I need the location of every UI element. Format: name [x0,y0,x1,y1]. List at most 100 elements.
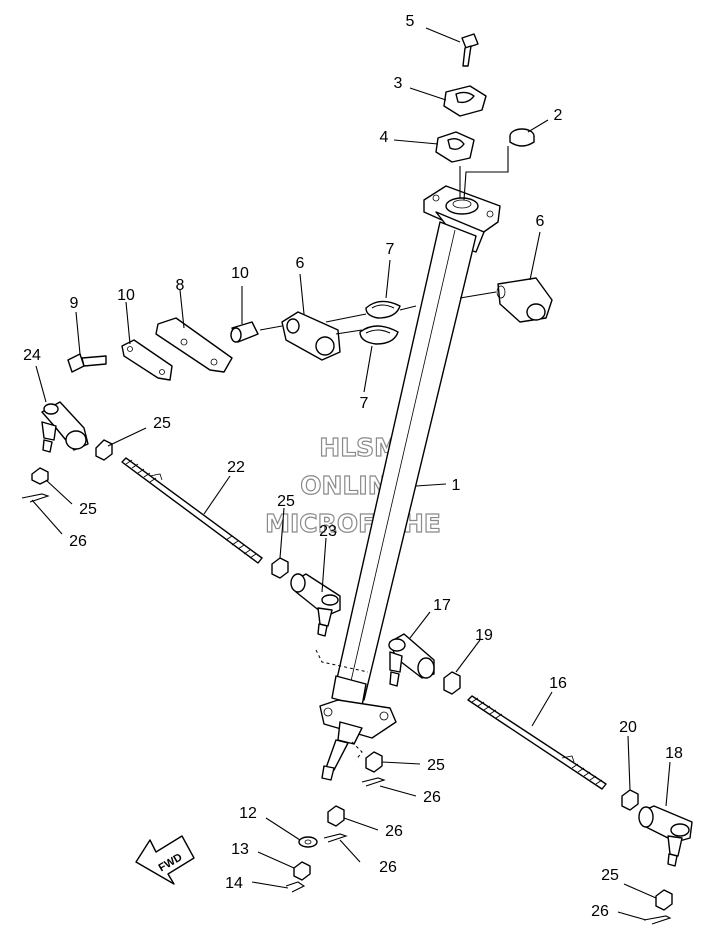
bolt-5-head [461,33,479,49]
washer-12-inner [304,839,312,845]
callout-12: 12 [239,805,257,822]
callout-26-pitman-b: 26 [379,859,397,876]
pitman-arm [319,699,397,739]
leader-cap-to-column [463,146,509,201]
holder-6r-eye [526,303,546,321]
tie-rod-end-17-socket [670,823,690,837]
part-20-tie-rod [121,457,263,564]
leader-lines [31,27,671,921]
leader-13 [257,851,295,869]
leader-holder-right [459,291,497,299]
leader-7-bottom [363,345,373,393]
bolt-9-head [67,353,85,373]
tie-rod-end-16-eye [417,657,435,679]
part-8-plate [155,317,233,373]
plate-8-hole-a [180,338,188,346]
leader-23 [279,507,285,559]
leader-17 [665,761,671,807]
clamp-3-saddle [455,91,475,104]
lock-washer-10-body [121,339,173,381]
leader-14 [251,881,289,889]
lock-washer-10-hole-b [159,369,165,375]
column-spindle [325,739,349,771]
leader-22 [35,365,47,403]
part-14-cotter-pin [285,881,306,893]
tie-rod-end-17-eye [638,806,654,828]
plate-8-body [155,317,233,373]
part-26-cotter-pin-right [643,915,672,925]
pitman-hole-right [379,711,389,721]
column-spindle-thread [321,765,335,781]
callout-20: 22 [227,459,245,476]
callout-25-pitman-a: 25 [427,757,445,774]
callout-11: 10 [231,265,249,282]
leader-25-right [623,883,657,899]
callout-6-right: 6 [536,213,545,230]
callout-labels: 5 3 4 2 6 6 7 7 10 8 10 9 24 25 25 26 22… [23,13,683,920]
callout-24: 25 [153,415,171,432]
tie-rod-end-22-thread [42,439,53,453]
part-26-cotter-pin-left [21,493,50,503]
leader-26-pitman-a [379,785,417,797]
tie-rod-end-16-thread [389,671,400,687]
forward-direction-arrow: FWD [135,835,195,885]
callout-18: 19 [475,627,493,644]
steering-column [315,185,501,781]
part-6-holder-right [496,277,553,323]
part-25-nut-pitman-b [327,805,345,827]
part-25-nut-right [655,889,673,911]
tie-rod-end-22-stud [41,421,57,441]
part-23-nut [271,557,289,579]
circlip-lower [359,325,399,345]
leader-18 [455,639,481,673]
leader-holder-left-a [325,313,367,323]
part-25-nut-pitman-a [365,751,383,773]
callout-16: 17 [433,597,451,614]
leader-24 [107,427,147,447]
leader-25-left [45,479,73,505]
hidden-line-tie-rod-21 [315,649,369,673]
collar-11-end [230,327,242,343]
callout-17: 18 [665,745,683,762]
part-25-nut-left [31,467,49,485]
part-12-washer [298,836,318,848]
column-shaft-highlight [347,229,456,695]
tie-rod-15-thread-a [471,697,503,719]
part-26-cotter-pin-pitman-b [323,833,348,843]
callout-8: 8 [176,277,185,294]
part-18-nut [443,671,461,695]
callout-22: 24 [23,347,41,364]
leader-6-right [529,231,541,281]
leader-6-left [299,273,305,315]
part-22-tie-rod-end [41,401,89,453]
callout-4: 4 [380,129,389,146]
leader-26-right [617,911,647,921]
callout-25-right: 25 [601,867,619,884]
callout-26-pitman-a: 26 [423,789,441,806]
part-2-cap [509,128,535,147]
leader-5 [425,27,461,43]
tie-rod-15-thread-b [571,763,603,785]
part-11-collar [230,321,259,343]
clamp-4-saddle [447,137,465,151]
callout-21: 23 [319,523,337,540]
part-15-tie-rod [467,695,607,790]
callout-6-left: 6 [296,255,305,272]
cap-2-side [509,136,535,147]
part-4-clamp-lower [435,131,475,163]
tie-rod-end-22-socket [43,403,59,415]
leader-20 [203,475,231,515]
callout-15: 16 [549,675,567,692]
leader-26-left [31,499,63,535]
part-5-bolt [461,33,479,67]
leader-25-pitman-a [381,761,421,765]
tie-rod-end-22-eye [65,430,87,450]
leader-collar [259,325,283,331]
holder-6l-bore [286,318,300,334]
leader-26-pitman-b [339,839,361,863]
callout-26-left: 26 [69,533,87,550]
leader-10 [125,301,131,345]
tie-rod-15-flat [561,755,575,763]
part-16-tie-rod-end [388,633,435,687]
